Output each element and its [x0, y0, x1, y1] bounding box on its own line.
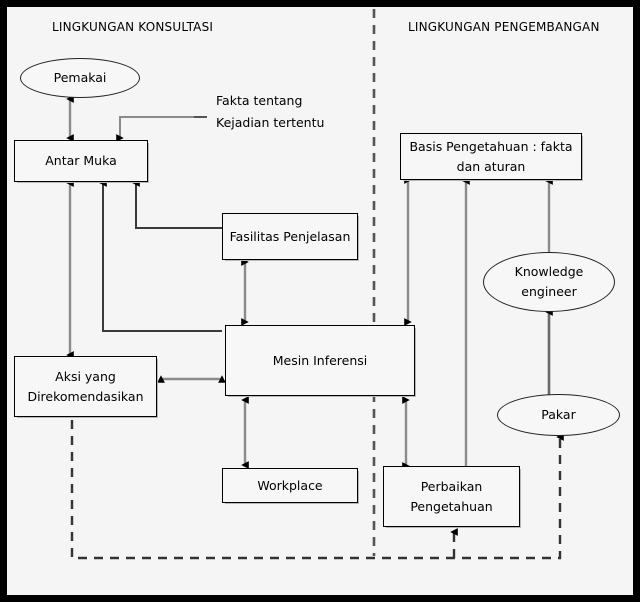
node-workplace[interactable]: Workplace [222, 468, 358, 503]
node-knowledge-line2: engineer [521, 284, 577, 299]
annotation-line2: Kejadian tertentu [216, 114, 325, 130]
feedback-loop-dashed [70, 420, 564, 560]
node-perbaikan-line1: Perbaikan [420, 479, 483, 495]
edge-fakta-antarmuka [116, 116, 207, 142]
consultation-environment-title: LINGKUNGAN KONSULTASI [52, 20, 214, 34]
node-basis-line2: dan aturan [456, 158, 526, 174]
node-pemakai[interactable]: Pemakai [20, 58, 140, 98]
annotation-fakta-kejadian: Fakta tentang Kejadian tertentu [216, 90, 324, 134]
node-aksi-line2: Direkomendasikan [27, 388, 144, 404]
edge-mesin-antarmuka [99, 179, 222, 332]
development-environment-title: LINGKUNGAN PENGEMBANGAN [408, 20, 600, 34]
node-aksi-direkomendasikan[interactable]: Aksi yang Direkomendasikan [14, 356, 157, 417]
node-knowledge-line1: Knowledge [514, 264, 584, 279]
edge-fasilitas-antarmuka [132, 179, 222, 229]
node-perbaikan-line2: Pengetahuan [410, 498, 493, 514]
node-pakar[interactable]: Pakar [497, 394, 620, 436]
annotation-line1: Fakta tentang [216, 93, 303, 108]
node-antar-muka[interactable]: Antar Muka [14, 140, 148, 182]
node-mesin-inferensi[interactable]: Mesin Inferensi [225, 325, 415, 396]
node-basis-pengetahuan[interactable]: Basis Pengetahuan : fakta dan aturan [400, 133, 582, 180]
node-fasilitas-penjelasan[interactable]: Fasilitas Penjelasan [222, 213, 358, 260]
node-aksi-line1: Aksi yang [55, 369, 116, 385]
node-knowledge-engineer[interactable]: Knowledge engineer [483, 252, 615, 312]
node-basis-line1: Basis Pengetahuan : fakta [409, 139, 573, 155]
node-perbaikan-pengetahuan[interactable]: Perbaikan Pengetahuan [383, 466, 520, 527]
